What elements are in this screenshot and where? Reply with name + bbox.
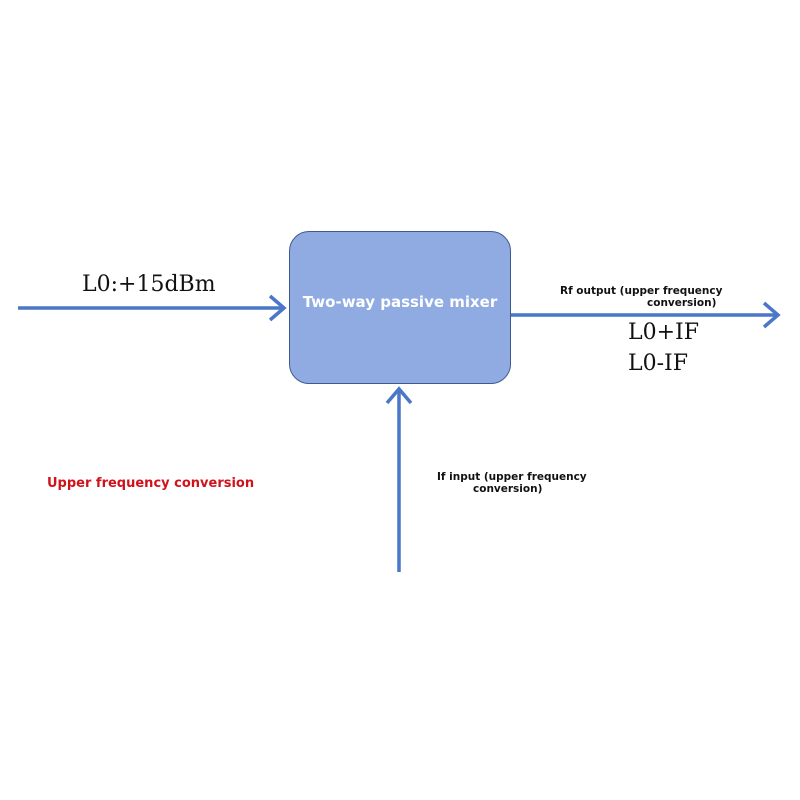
- if-input-arrowhead: [385, 386, 413, 405]
- lo-minus-if-label: L0-IF: [628, 351, 688, 376]
- rf-output-label-line1: Rf output (upper frequency: [560, 285, 723, 297]
- rf-output-label-line2: conversion): [647, 297, 717, 309]
- upper-frequency-caption: Upper frequency conversion: [47, 476, 255, 491]
- rf-output-arrowhead: [762, 301, 781, 329]
- if-input-label-line2: conversion): [473, 483, 543, 495]
- mixer-label: Two-way passive mixer: [302, 293, 498, 311]
- lo-input-arrowhead: [268, 294, 287, 322]
- lo-input-label: L0:+15dBm: [82, 272, 216, 297]
- lo-plus-if-label: L0+IF: [628, 320, 699, 345]
- if-input-label-line1: If input (upper frequency: [437, 471, 587, 483]
- mixer-block: [289, 231, 511, 384]
